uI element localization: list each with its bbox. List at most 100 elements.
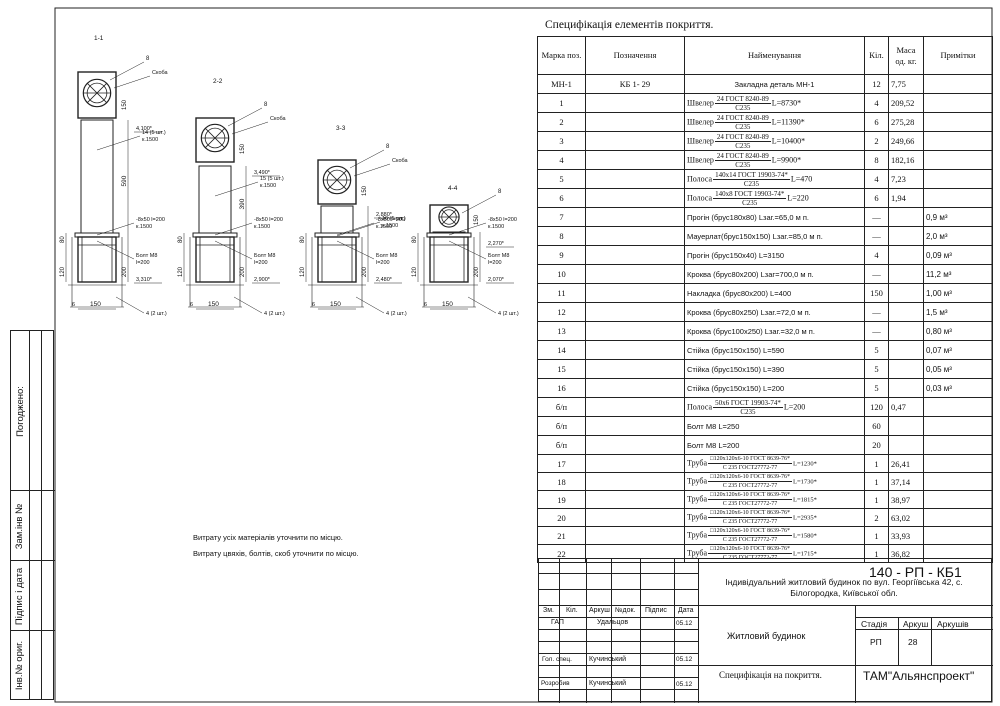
cell-mark: 3: [537, 131, 586, 151]
col-mass: Маса од. кг.: [888, 36, 924, 75]
name-text: Труба: [687, 530, 707, 540]
cell-note: [923, 188, 993, 208]
table-row: 21 Труба□120х120х6-10 ГОСТ 8639-76*С 235 …: [537, 526, 993, 545]
cell-name: Труба□120х120х6-10 ГОСТ 8639-76*С 235 ГО…: [684, 490, 865, 509]
leader-line: [214, 181, 259, 197]
fraction-bottom: С 235 ГОСТ27772-77: [722, 519, 778, 525]
elevation-bottom: 2,070*: [488, 277, 505, 283]
cell-qty: 1: [864, 490, 889, 509]
cell-qty: 4: [864, 169, 889, 189]
cell-mass: 209,52: [888, 93, 924, 113]
post-spacing: к.1500: [382, 223, 398, 229]
post-mark: 15 (5 шт.): [260, 176, 284, 182]
cell-designation: КБ 1- 29: [585, 74, 685, 94]
section-fraction: □120х120х6-10 ГОСТ 8639-76*С 235 ГОСТ277…: [708, 510, 793, 526]
cell-designation: [585, 264, 685, 284]
dim-height: 390: [239, 198, 246, 209]
cell-qty: 20: [864, 435, 889, 455]
elevation-top: 3,490*: [254, 170, 271, 176]
section-label: 4-4: [448, 185, 458, 192]
skoba-label: Скоба: [152, 70, 169, 76]
cell-mark: 20: [537, 508, 586, 527]
plate-label: -8х50 l=200: [136, 217, 165, 223]
callout-8: 8: [264, 102, 268, 108]
cell-mark: б/п: [537, 397, 586, 417]
dim-80: 80: [178, 236, 184, 243]
cell-note: 0,09 м³: [923, 245, 993, 265]
cell-designation: [585, 508, 685, 527]
pipe-section: [317, 159, 357, 205]
cell-name: Кроква (брус80х200) Lзаг=700,0 м п.: [684, 264, 865, 284]
pipe-section: [195, 117, 235, 163]
cell-mark: 9: [537, 245, 586, 265]
cell-mass: [888, 378, 924, 398]
cell-mass: 182,16: [888, 150, 924, 170]
cell-qty: 8: [864, 150, 889, 170]
elevation-bottom: 2,900*: [254, 277, 271, 283]
section-fraction: 140х14 ГОСТ 19903-74*С235: [713, 171, 790, 188]
cell-mark: 14: [537, 340, 586, 360]
col-notes: Примітки: [923, 36, 993, 75]
sheets-header: Аркушів: [937, 619, 969, 629]
dim-120: 120: [412, 266, 418, 277]
cell-mark: 21: [537, 526, 586, 545]
cell-mass: [888, 283, 924, 303]
cell-qty: 60: [864, 416, 889, 436]
mauerlat-beam: [77, 236, 117, 283]
role-developer: Розробив: [541, 680, 570, 687]
section-fraction: □120х120х6-10 ГОСТ 8639-76*С 235 ГОСТ277…: [708, 474, 793, 490]
cell-mark: 12: [537, 302, 586, 322]
cell-note: [923, 508, 993, 527]
dim-top: 150: [122, 99, 128, 110]
col-header-sheet: Аркуш: [589, 607, 610, 614]
drawing-code: 140 - РП - КБ1: [869, 564, 962, 580]
leader-line: [336, 221, 381, 237]
cell-mass: 63,02: [888, 508, 924, 527]
fraction-bottom: С 235 ГОСТ27772-77: [722, 537, 778, 543]
cell-name: Труба□120х120х6-10 ГОСТ 8639-76*С 235 ГО…: [684, 508, 865, 527]
leader-line: [461, 194, 497, 214]
cell-name: Труба□120х120х6-10 ГОСТ 8639-76*С 235 ГО…: [684, 526, 865, 545]
leader-line: [467, 296, 497, 314]
name-text: Швелер: [687, 154, 714, 164]
cell-name: Стійка (брус150х150) L=200: [684, 378, 865, 398]
leader-line: [448, 222, 487, 236]
bolt-label: Болт М8: [488, 253, 509, 259]
name-text: Швелер: [687, 97, 714, 107]
cell-designation: [585, 397, 685, 417]
cell-qty: 5: [864, 340, 889, 360]
cell-designation: [585, 472, 685, 491]
fraction-bottom: С 235 ГОСТ27772-77: [722, 465, 778, 471]
cell-name: Кроква (брус100х250) Lзаг.=32,0 м п.: [684, 321, 865, 341]
cell-mark: 1: [537, 93, 586, 113]
count-label: 4 (2 шт.): [498, 311, 519, 317]
fraction-top: 24 ГОСТ 8240-89: [714, 132, 771, 142]
dim-height: 590: [121, 175, 128, 186]
cell-designation: [585, 435, 685, 455]
dim-width: 150: [90, 301, 101, 308]
bolt-length: l=200: [136, 260, 150, 266]
post-mark: 16 (5 шт.): [382, 216, 406, 222]
spec-table: Марка поз. Позначення Найменування Кіл. …: [537, 36, 993, 563]
mauerlat-beam: [195, 236, 235, 283]
col-header-change: Зм.: [543, 607, 554, 614]
dim-80: 80: [412, 236, 418, 243]
cell-qty: 2: [864, 508, 889, 527]
section-label: 3-3: [336, 125, 346, 132]
fraction-bottom: С235: [743, 179, 760, 188]
cell-note: [923, 131, 993, 151]
cell-name: Болт М8 L=200: [684, 435, 865, 455]
cell-name: Стійка (брус150х150) L=390: [684, 359, 865, 379]
cell-name: Труба□120х120х6-10 ГОСТ 8639-76*С 235 ГО…: [684, 454, 865, 473]
object-name: Житловий будинок: [727, 631, 806, 641]
callout-8: 8: [146, 56, 150, 62]
name-text: Труба: [687, 512, 707, 522]
col-designation: Позначення: [585, 36, 685, 75]
stage-header: Стадія: [861, 619, 888, 629]
